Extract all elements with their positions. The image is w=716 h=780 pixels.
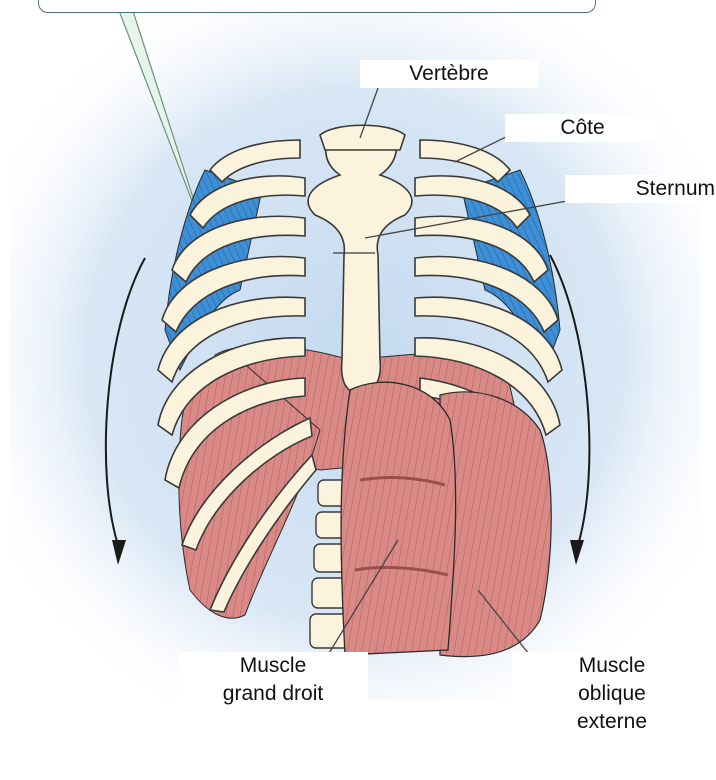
label-grand-droit-line1: Muscle [178,652,368,680]
label-oblique-externe: Muscle oblique externe [512,652,712,736]
label-grand-droit-line2: grand droit [178,680,368,708]
label-oblique-line3: externe [512,708,712,736]
vertebra-top [320,125,405,150]
rectus-abdominis-muscle [341,382,456,655]
label-cote: Côte [505,114,660,142]
label-vertebre: Vertèbre [360,60,538,88]
callout-box [38,0,596,13]
label-oblique-line1: Muscle [512,652,712,680]
external-oblique-muscle [440,392,551,657]
label-oblique-line2: oblique [512,680,712,708]
label-grand-droit: Muscle grand droit [178,652,368,708]
label-sternum: Sternum [565,175,715,203]
